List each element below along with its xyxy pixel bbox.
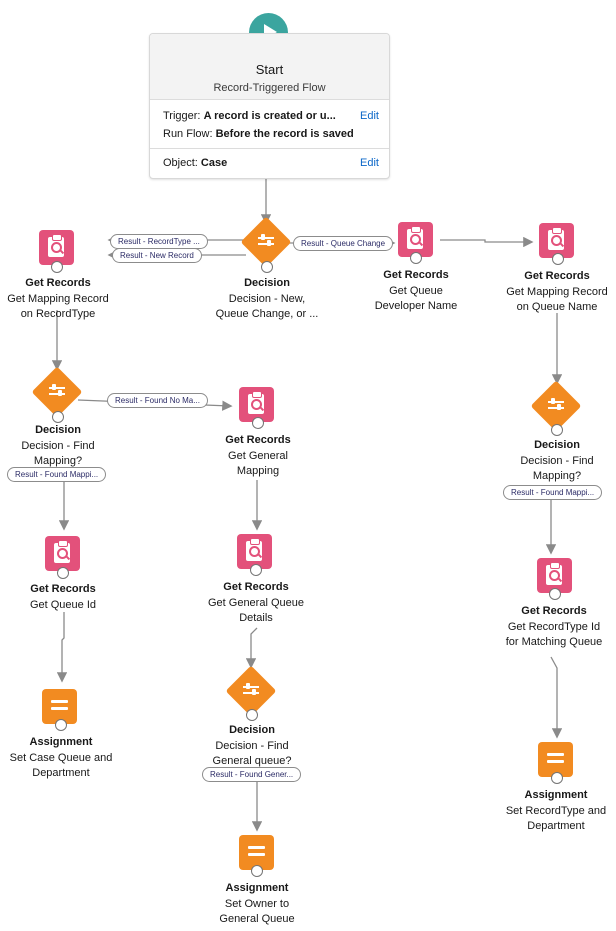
object-label: Object:	[163, 157, 198, 169]
assignment-icon	[42, 689, 77, 724]
connector-handle[interactable]	[55, 719, 67, 731]
outcome-pill-found-mapping-right[interactable]: Result - Found Mappi...	[503, 485, 603, 500]
trigger-edit-link[interactable]: Edit	[360, 110, 379, 122]
node-type: Decision	[229, 724, 275, 736]
node-type: Assignment	[524, 789, 588, 801]
node-label-line1: Decision - Find	[215, 740, 289, 752]
connector-handle[interactable]	[51, 261, 63, 273]
node-label-line1: Get Queue	[389, 285, 443, 297]
start-node-card[interactable]: Start Record-Triggered Flow Trigger: A r…	[149, 33, 390, 179]
connector-handle[interactable]	[57, 567, 69, 579]
connector-handle[interactable]	[251, 865, 263, 877]
decision-glyph-icon	[256, 232, 276, 252]
node-type: Get Records	[225, 434, 291, 446]
node-type: Get Records	[383, 269, 449, 281]
node-label-line1: Get RecordType Id	[507, 621, 601, 633]
node-label-line2: Department	[527, 820, 585, 832]
connector-handle[interactable]	[551, 424, 563, 436]
run-flow-value: Before the record is saved	[215, 128, 354, 140]
get-records-icon	[237, 534, 272, 569]
node-type: Get Records	[223, 581, 289, 593]
node-label-line1: Set RecordType and	[505, 805, 607, 817]
object-value: Case	[200, 157, 228, 169]
trigger-label: Trigger:	[163, 110, 201, 122]
outcome-pill-found-no-match[interactable]: Result - Found No Ma...	[107, 393, 208, 408]
node-type: Assignment	[225, 882, 289, 894]
get-records-icon	[39, 230, 74, 265]
node-label-line2: Queue Change, or ...	[215, 308, 319, 320]
node-type: Get Records	[30, 583, 96, 595]
connector-handle[interactable]	[551, 772, 563, 784]
node-label-line1: Get General Queue	[207, 597, 304, 609]
node-type: Get Records	[25, 277, 91, 289]
connector-handle[interactable]	[261, 261, 273, 273]
get-records-icon	[398, 222, 433, 257]
node-label-line2: for Matching Queue	[505, 636, 603, 648]
connector-handle[interactable]	[52, 411, 64, 423]
assignment-icon	[538, 742, 573, 777]
get-records-icon	[45, 536, 80, 571]
node-label-line1: Set Owner to	[224, 898, 290, 910]
node-label-line2: Mapping	[236, 465, 280, 477]
node-type: Get Records	[524, 270, 590, 282]
decision-glyph-icon	[47, 382, 67, 402]
start-subtitle: Record-Triggered Flow	[213, 82, 326, 94]
connector-handle[interactable]	[552, 253, 564, 265]
start-title: Start	[255, 62, 284, 77]
node-label-line2: General queue?	[212, 755, 292, 767]
node-label-line2: on RecordType	[20, 308, 96, 320]
node-label-line2: Mapping?	[532, 470, 582, 482]
run-flow-row: Run Flow: Before the record is saved	[163, 128, 379, 140]
node-label-line1: Decision - Find	[520, 455, 594, 467]
node-label-line1: Get Queue Id	[29, 599, 97, 611]
node-type: Get Records	[521, 605, 587, 617]
start-divider	[150, 148, 389, 149]
node-label-line2: Mapping?	[33, 455, 83, 467]
node-label-line1: Decision - New,	[228, 293, 306, 305]
get-records-icon	[239, 387, 274, 422]
run-flow-label: Run Flow:	[163, 128, 213, 140]
get-records-icon	[539, 223, 574, 258]
outcome-pill-queue-change[interactable]: Result - Queue Change	[293, 236, 394, 251]
object-edit-link[interactable]: Edit	[360, 157, 379, 169]
trigger-value: A record is created or u...	[203, 110, 336, 122]
node-label-line1: Get General	[228, 450, 288, 462]
node-label-line1: Decision - Find	[21, 440, 95, 452]
node-type: Assignment	[29, 736, 93, 748]
decision-glyph-icon	[546, 396, 566, 416]
outcome-pill-found-mapping-left[interactable]: Result - Found Mappi...	[7, 467, 107, 482]
get-records-icon	[537, 558, 572, 593]
assignment-icon	[239, 835, 274, 870]
node-type: Decision	[35, 424, 81, 436]
node-label-line2: General Queue	[219, 913, 295, 925]
connector-handle[interactable]	[549, 588, 561, 600]
node-label-line2: Developer Name	[374, 300, 458, 312]
connector-handle[interactable]	[250, 564, 262, 576]
node-label-line2: on Queue Name	[516, 301, 598, 313]
outcome-pill-recordtype[interactable]: Result - RecordType ...	[110, 234, 208, 249]
outcome-pill-new-record[interactable]: Result - New Record	[112, 248, 202, 263]
start-card-header	[150, 34, 389, 100]
node-label-line1: Set Case Queue and	[9, 752, 113, 764]
connector-handle[interactable]	[246, 709, 258, 721]
node-type: Decision	[244, 277, 290, 289]
object-row: Object: Case Edit	[163, 157, 379, 169]
connector-handle[interactable]	[252, 417, 264, 429]
trigger-row: Trigger: A record is created or u... Edi…	[163, 110, 379, 122]
node-type: Decision	[534, 439, 580, 451]
connector-handle[interactable]	[410, 252, 422, 264]
node-label-line1: Get Mapping Record	[506, 286, 608, 298]
outcome-pill-found-general[interactable]: Result - Found Gener...	[202, 767, 302, 782]
node-label-line2: Department	[32, 767, 90, 779]
decision-glyph-icon	[241, 681, 261, 701]
node-label-line1: Get Mapping Record	[7, 293, 109, 305]
node-label-line2: Details	[239, 612, 273, 624]
